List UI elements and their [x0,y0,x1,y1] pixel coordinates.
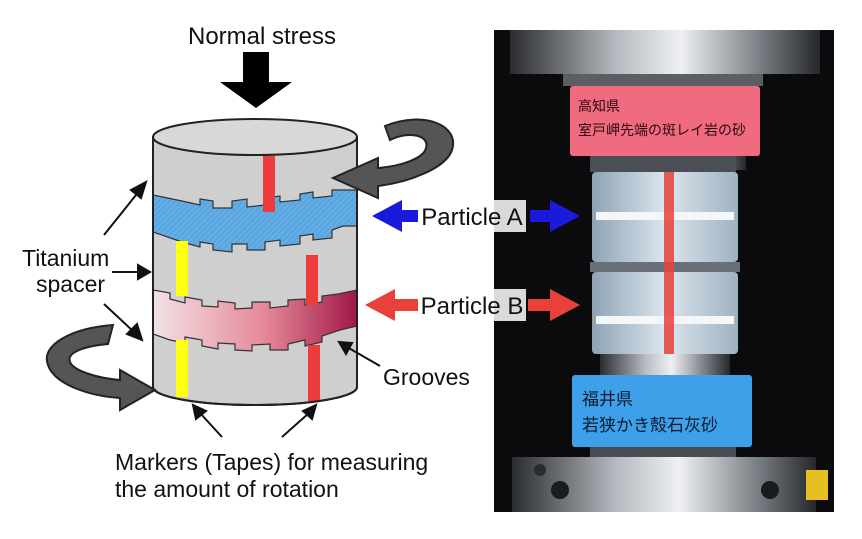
marker-red-bottom [308,345,320,402]
curved-arrow-icon-bottom [45,323,158,412]
double-arrow-icon-particle-b [365,289,580,321]
marker-yellow-lower [176,340,188,397]
photo-marker-red [664,172,674,382]
photo-label-top-line1: 高知県 [578,98,620,115]
marker-red-middle [306,255,318,305]
photo-label-bottom-line2: 若狭かき殻石灰砂 [582,416,718,436]
titanium-label-line2: spacer [36,271,105,297]
grooves-label: Grooves [383,364,470,390]
photo-label-top [570,86,760,156]
titanium-pointer-arrows [103,179,152,342]
markers-label-line1: Markers (Tapes) for measuring [115,449,428,475]
particle-b-label: Particle B [421,293,524,320]
marker-yellow-upper [176,241,188,296]
marker-red-top [263,156,275,212]
double-arrow-icon-particle-a [372,200,580,232]
specimen-photo: 高知県 室戸岬先端の斑レイ岩の砂 福井県 若狭かき殻石灰砂 [494,30,834,512]
photo-label-bottom [572,375,752,447]
down-arrow-icon [220,52,292,108]
grooves-pointer-arrow [337,340,381,367]
particle-a-label: Particle A [421,204,522,231]
markers-label-line2: the amount of rotation [115,476,339,502]
cylinder-schematic [152,118,358,406]
markers-pointer-arrows [191,403,318,438]
curved-arrow-icon-top [330,118,455,200]
normal-stress-label: Normal stress [188,23,336,50]
photo-label-bottom-line1: 福井県 [582,390,633,410]
cylinder-top [152,118,358,156]
top-platen [510,30,820,74]
titanium-label-line1: Titanium [22,245,109,271]
photo-label-top-line2: 室戸岬先端の斑レイ岩の砂 [578,122,746,139]
